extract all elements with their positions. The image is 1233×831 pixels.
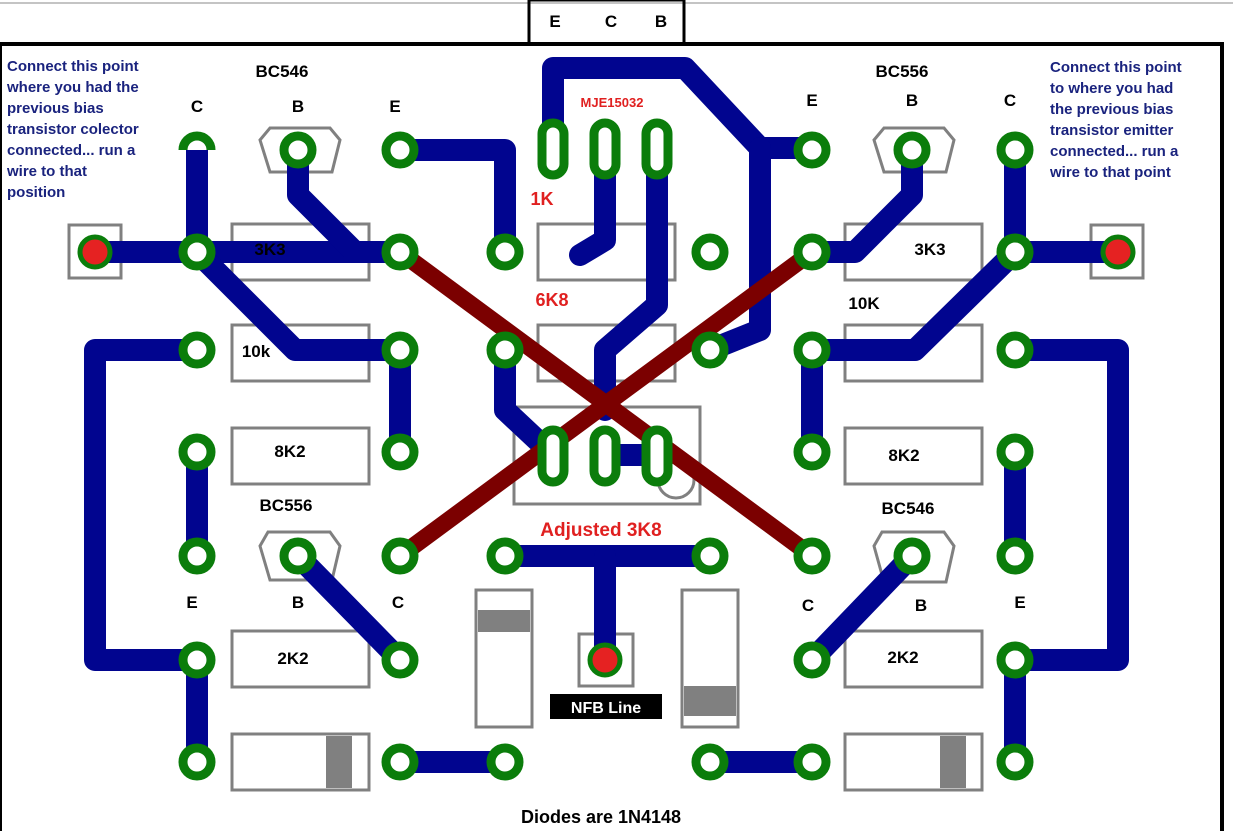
transistor-labels: BC546 C B E BC556 E B C BC556 E B C BC54… [186,62,1025,615]
transistor-br-pin-e: E [1014,593,1025,612]
diode-left-outline [230,732,371,792]
footer-diode-note: Diodes are 1N4148 [521,807,681,827]
transistor-tr-part: BC556 [876,62,929,81]
transistor-bl-pin-b: B [292,593,304,612]
transistor-tl-part: BC546 [256,62,309,81]
resistor-2k2-left-label: 2K2 [277,649,308,668]
resistor-8k2-right-outline [843,426,984,486]
transistor-tl-pin-c: C [191,97,203,116]
right-connection-note: Connect this point to where you had the … [1050,59,1182,181]
resistor-2k2-right-outline [843,629,984,689]
resistor-8k2-right-label: 8K2 [888,446,919,465]
diode-vertical-right-outline [680,588,740,729]
cross-traces [391,243,821,565]
transistor-br-pin-b: B [915,596,927,615]
transistor-br-pin-c: C [802,596,814,615]
oval-pads [537,118,673,487]
resistor-2k2-right-label: 2K2 [887,648,918,667]
resistor-6k8-label: 6K8 [535,290,568,310]
resistor-labels: 3K3 10k 8K2 2K2 1K 6K8 Adjusted 3K8 3K3 … [242,189,946,668]
resistor-10k-right-label: 10K [848,294,880,313]
resistor-8k2-left-outline [230,426,371,486]
transistor-bl-pin-e: E [186,593,197,612]
red-pads [77,234,1136,678]
resistor-3k3-left-label: 3K3 [254,240,285,259]
resistor-8k2-left-label: 8K2 [274,442,305,461]
transistor-br-outline [872,530,956,584]
diode-bands [326,610,966,788]
header-pin-c: C [605,12,617,31]
resistor-3k3-right-label: 3K3 [914,240,945,259]
transistor-tl-outline [258,126,342,174]
resistor-1k-label: 1K [530,189,553,209]
transistor-tr-outline [872,126,956,174]
diode-vertical-left-outline [474,588,534,729]
diode-right-outline [843,732,984,792]
nfb-line-badge: NFB Line [550,694,662,719]
transistor-tr-pin-e: E [806,91,817,110]
transistor-center-part: MJE15032 [581,95,644,110]
resistor-10k-left-label: 10k [242,342,271,361]
header-pin-labels: E C B [549,12,667,31]
transistor-tr-pin-c: C [1004,91,1016,110]
nfb-line-label: NFB Line [571,700,641,717]
copper-traces [84,57,1129,773]
transistor-tr-pin-b: B [906,91,918,110]
transistor-br-part: BC546 [882,499,935,518]
round-pads [178,131,1034,781]
header-pin-e: E [549,12,560,31]
transistor-bl-part: BC556 [260,496,313,515]
transistor-tl-pin-b: B [292,97,304,116]
resistor-adjusted-label: Adjusted 3K8 [540,520,661,541]
left-connection-note: Connect this point where you had the pre… [7,58,139,201]
pad-tl-collector [178,131,216,151]
transistor-tl-pin-e: E [389,97,400,116]
header-pin-b: B [655,12,667,31]
resistor-2k2-left-outline [230,629,371,689]
transistor-bl-pin-c: C [392,593,404,612]
